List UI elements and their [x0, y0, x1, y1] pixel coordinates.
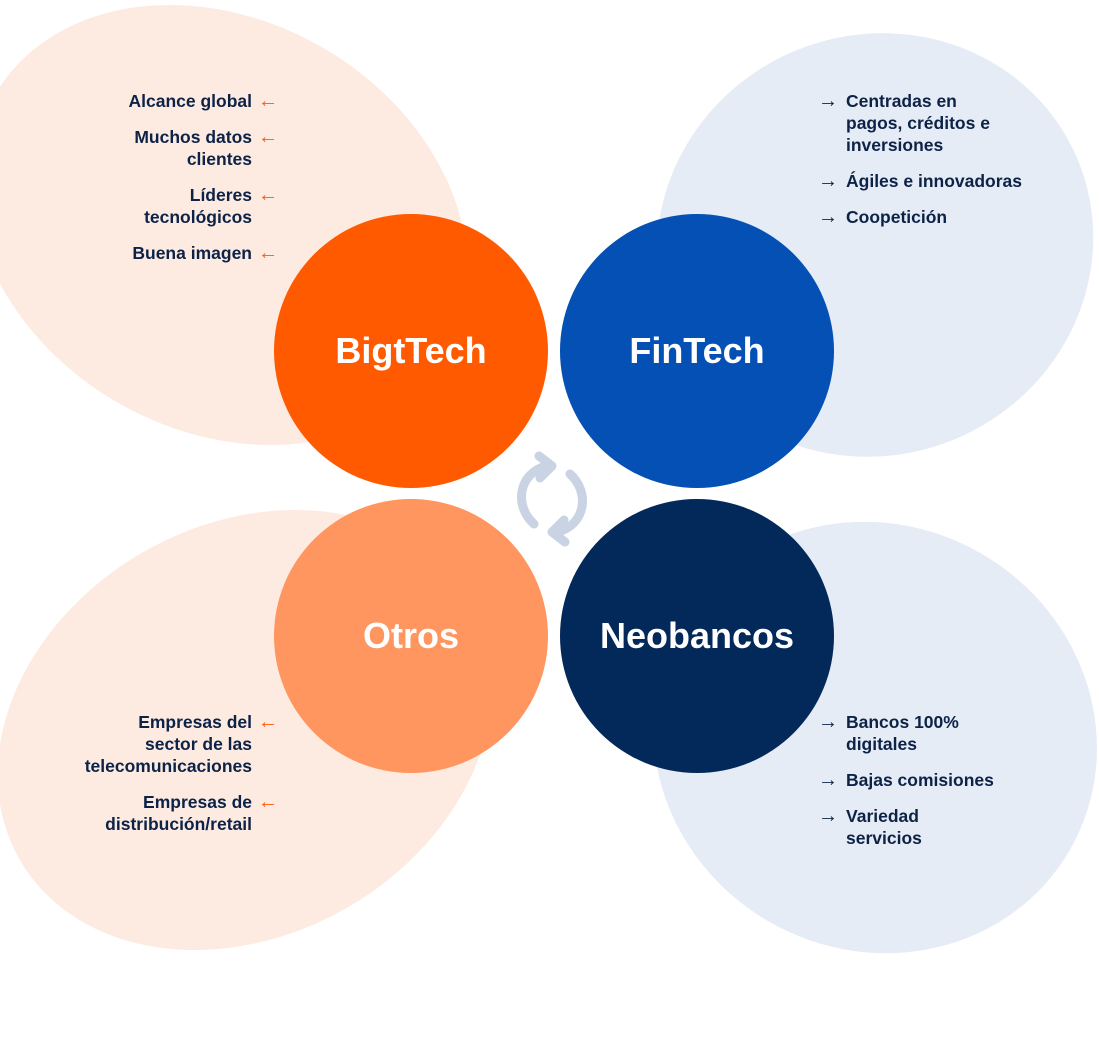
arrow-left-icon: ← [258, 242, 278, 264]
arrow-left-icon: ← [258, 184, 278, 206]
arrow-right-icon: → [818, 90, 838, 112]
neobancos-feature-line: Bajas comisiones [846, 770, 994, 790]
arrow-right-icon: → [818, 711, 838, 733]
neobancos-feature-line: Variedad [846, 806, 919, 826]
neobancos-title: Neobancos [599, 615, 795, 656]
neobancos-feature-line: servicios [846, 828, 922, 848]
otros-circle: Otros [274, 499, 548, 773]
neobancos-feature-text: Bajas comisiones [846, 769, 994, 791]
fintech-feature-line: Centradas en [846, 91, 957, 111]
arrow-right-icon: → [818, 805, 838, 827]
cycle-arrows-icon [517, 451, 587, 547]
bigtech-feature-line: tecnológicos [144, 207, 252, 227]
fintech-feature-line: Coopetición [846, 207, 948, 227]
fintech-title: FinTech [629, 330, 765, 371]
otros-feature-line: Empresas del [138, 712, 252, 732]
bigtech-feature-text: Alcance global [128, 90, 252, 112]
neobancos-feature-item: → Bajas comisiones [818, 769, 1058, 791]
fintech-feature-line: pagos, créditos e [846, 113, 990, 133]
neobancos-feature-item: → Bancos 100%digitales [818, 711, 1058, 755]
fintech-feature-item: → Coopetición [818, 206, 1078, 228]
fintech-feature-line: inversiones [846, 135, 944, 155]
fintech-circle: FinTech [560, 214, 834, 488]
otros-feature-line: sector de las [145, 734, 252, 754]
neobancos-feature-line: digitales [846, 734, 917, 754]
neobancos-feature-text: Bancos 100%digitales [846, 711, 959, 755]
otros-feature-line: telecomunicaciones [84, 756, 252, 776]
fintech-feature-item: → Ágiles e innovadoras [818, 170, 1078, 192]
arrow-right-icon: → [818, 206, 838, 228]
arrow-right-icon: → [818, 170, 838, 192]
bigtech-feature-line: Alcance global [128, 91, 252, 111]
fintech-feature-text: Ágiles e innovadoras [846, 170, 1022, 192]
arrow-left-icon: ← [258, 711, 278, 733]
otros-feature-line: Empresas de [143, 792, 252, 812]
arrow-left-icon: ← [258, 126, 278, 148]
bigtech-feature-line: Líderes [189, 185, 252, 205]
bigtech-title: BigtTech [335, 330, 487, 371]
arrow-right-icon: → [818, 769, 838, 791]
bigtech-circle: BigtTech [274, 214, 548, 488]
arrow-left-icon: ← [258, 90, 278, 112]
bigtech-feature-line: Muchos datos [134, 127, 252, 147]
fintech-feature-text: Coopetición [846, 206, 947, 228]
neobancos-feature-line: Bancos 100% [846, 712, 959, 732]
neobancos-feature-list: → Bancos 100%digitales → Bajas comisiones → V… [818, 711, 1058, 863]
bigtech-feature-line: Buena imagen [132, 243, 252, 263]
bigtech-feature-text: Buena imagen [132, 242, 252, 264]
bigtech-feature-line: clientes [186, 149, 252, 169]
otros-feature-line: distribución/retail [105, 814, 252, 834]
bigtech-feature-item: Buena imagen ← [38, 242, 278, 264]
bigtech-feature-item: Alcance global ← [38, 90, 278, 112]
otros-title: Otros [362, 615, 459, 656]
arrow-left-icon: ← [258, 791, 278, 813]
neobancos-circle: Neobancos [560, 499, 834, 773]
fintech-feature-line: Ágiles e innovadoras [846, 171, 1023, 191]
